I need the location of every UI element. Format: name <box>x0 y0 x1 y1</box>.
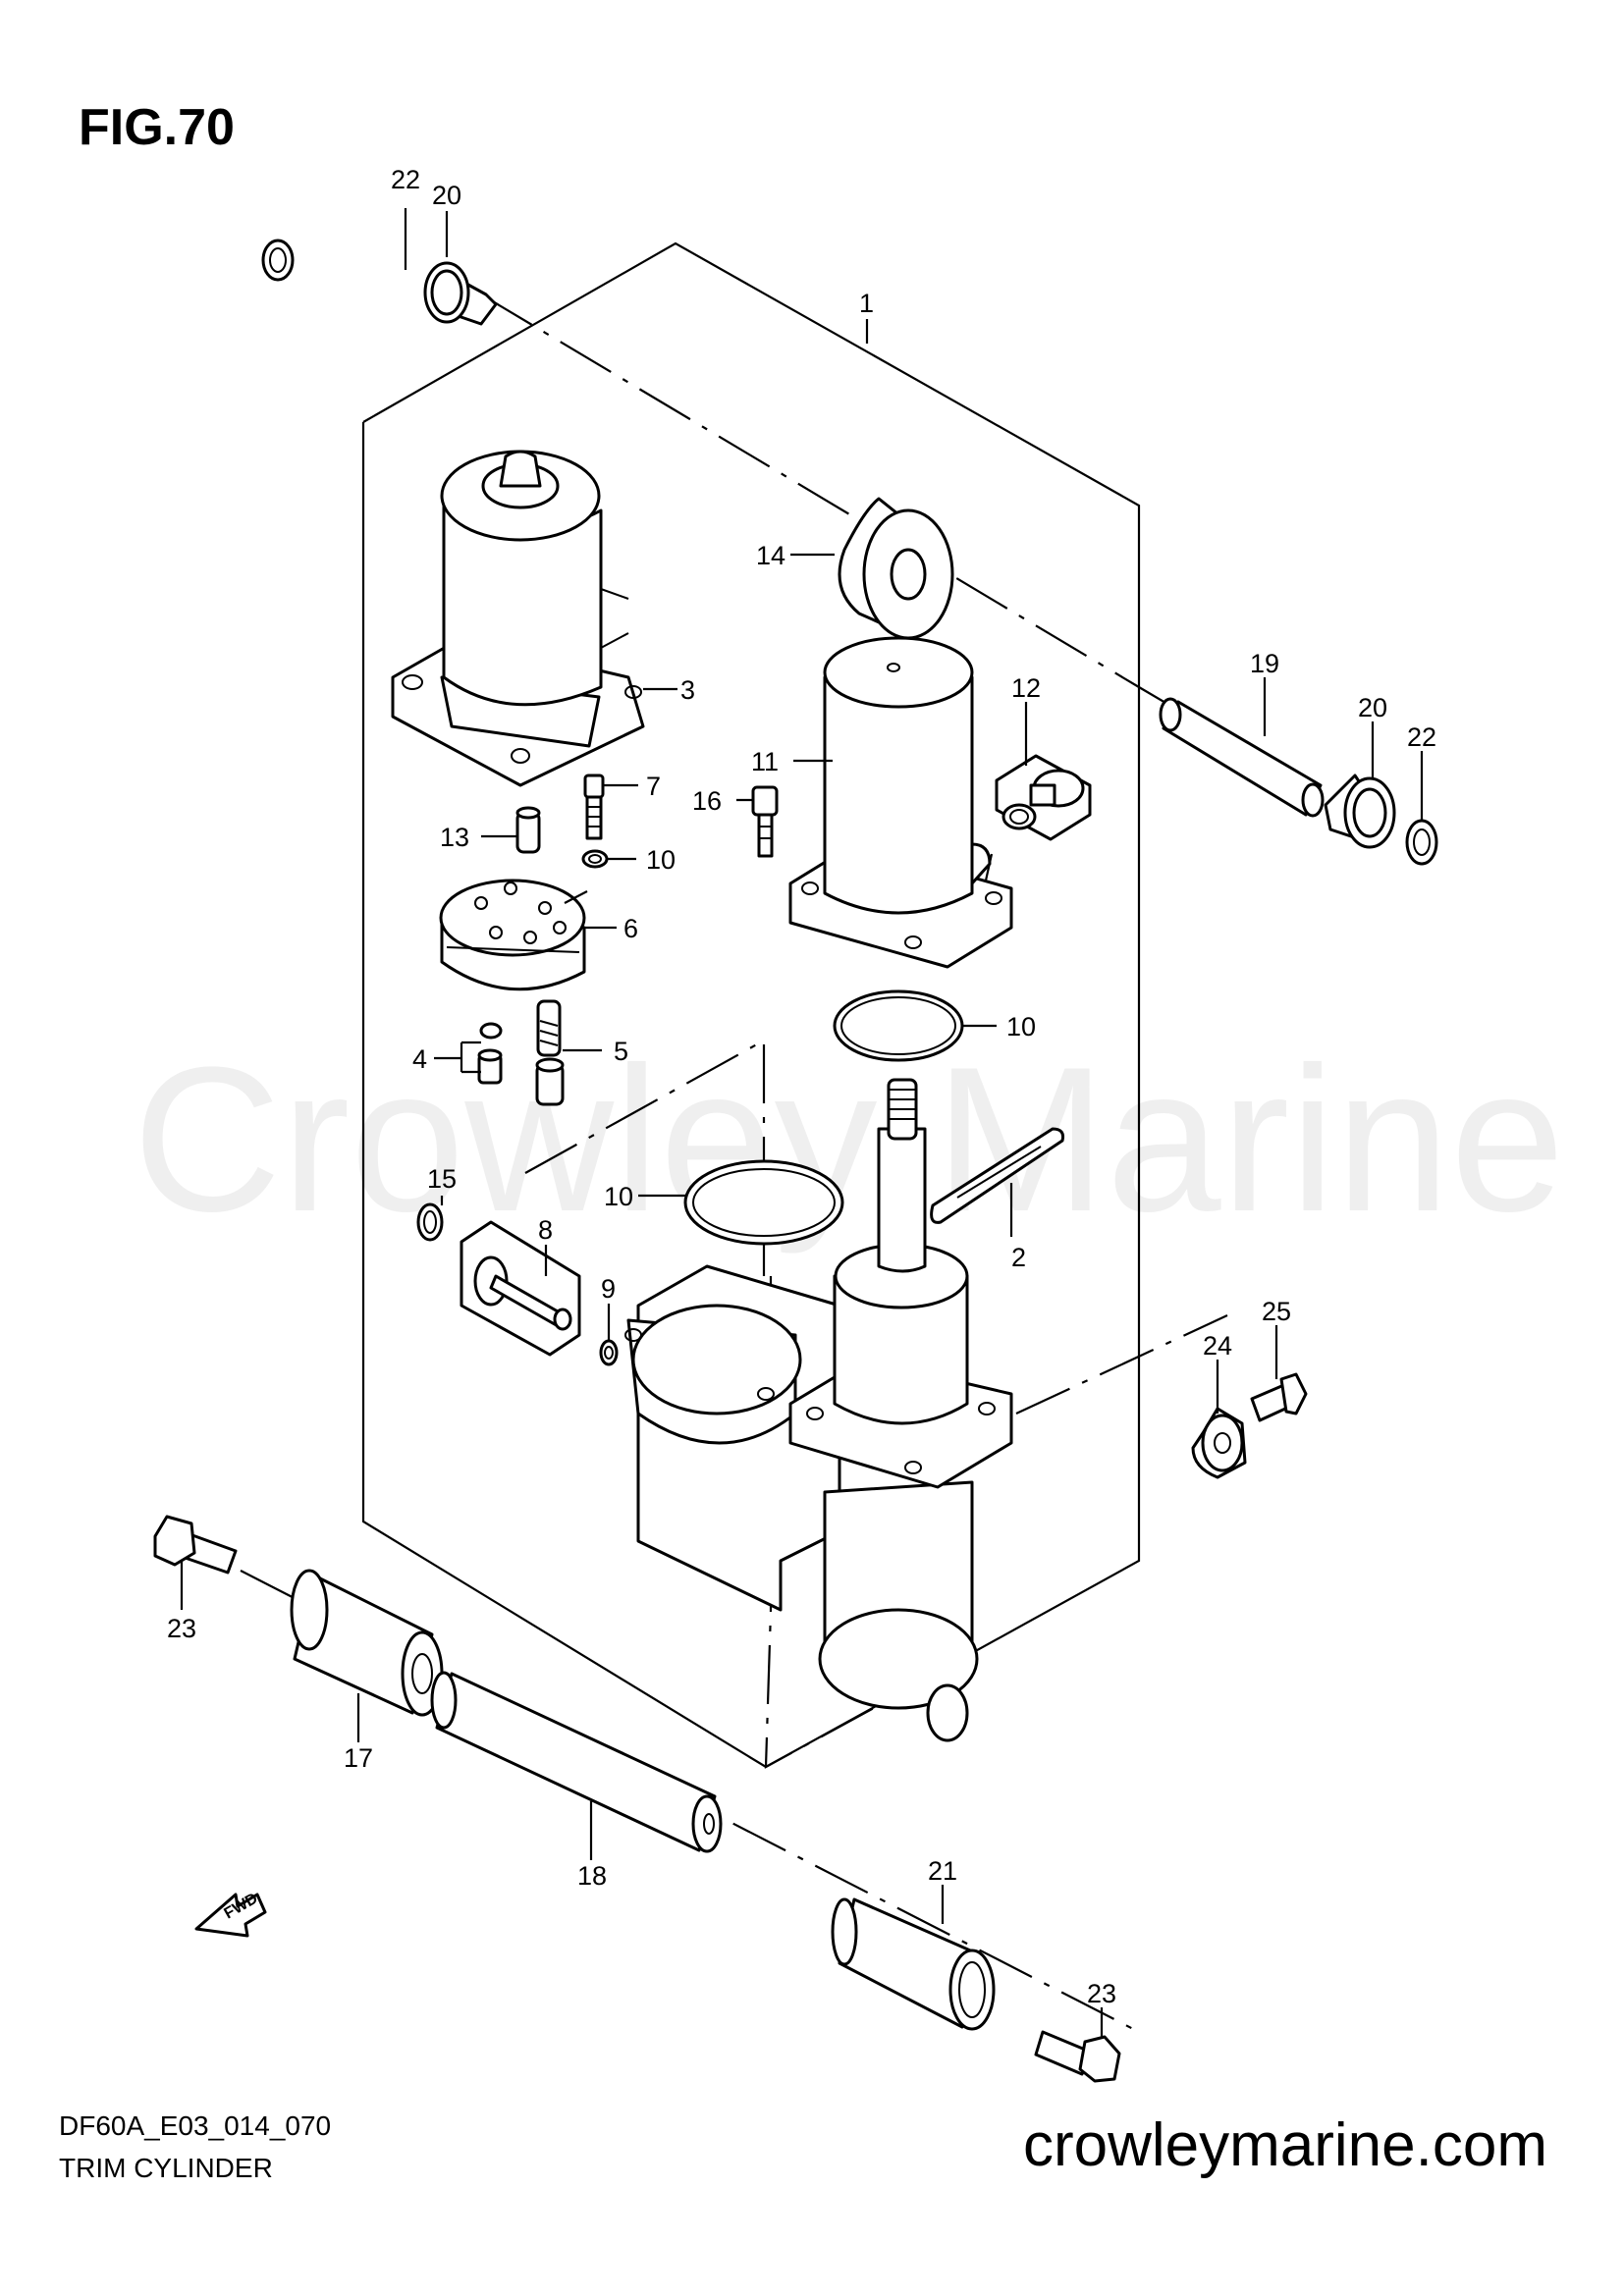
valve-5 <box>535 999 565 1106</box>
snap-ring-15 <box>416 1202 444 1242</box>
pump-6 <box>439 879 586 991</box>
callout-24: 24 <box>1203 1331 1232 1361</box>
bolt-23-bottom <box>1034 2030 1121 2083</box>
callout-17: 17 <box>344 1743 373 1773</box>
screw-7 <box>583 774 605 840</box>
callout-7: 7 <box>646 772 661 801</box>
trim-motor-3 <box>391 450 645 787</box>
assembly-frame <box>361 241 1141 1769</box>
bolt-23-left <box>153 1515 238 1575</box>
callout-9: 9 <box>601 1274 616 1304</box>
tube-18 <box>430 1671 723 1853</box>
website-link[interactable]: crowleymarine.com <box>1022 2111 1547 2179</box>
callout-4: 4 <box>412 1044 427 1074</box>
bushing-14 <box>838 497 954 640</box>
callout-15: 15 <box>427 1164 457 1194</box>
spacer-24 <box>1191 1407 1247 1479</box>
callout-13: 13 <box>440 823 469 852</box>
o-ring-10-cylinder <box>833 989 964 1062</box>
leader-lines <box>180 208 1424 2037</box>
callout-numbers: 1 2 3 4 5 6 7 8 9 10 10 10 11 12 13 14 1… <box>167 165 1436 2008</box>
bolt-25 <box>1250 1372 1308 1422</box>
callout-12: 12 <box>1011 673 1041 703</box>
strap-2 <box>930 1127 1064 1224</box>
o-ring-10-large <box>683 1159 844 1246</box>
callout-23-bottom: 23 <box>1087 1979 1116 2008</box>
figure-title: FIG.70 <box>79 99 235 156</box>
trim-cylinder-body <box>624 1078 1013 1742</box>
valve-4 <box>477 1022 503 1085</box>
callout-22-right: 22 <box>1407 722 1436 752</box>
callout-5: 5 <box>614 1037 628 1066</box>
callout-20-top: 20 <box>432 181 461 210</box>
screw-16 <box>751 785 779 858</box>
callout-10-b: 10 <box>1006 1012 1036 1041</box>
callout-14: 14 <box>756 541 785 570</box>
callout-20-right: 20 <box>1358 693 1387 722</box>
callout-19: 19 <box>1250 649 1279 678</box>
callout-22-top: 22 <box>391 165 420 194</box>
fitting-12 <box>995 754 1092 841</box>
callout-1: 1 <box>859 289 874 318</box>
callout-16: 16 <box>692 786 722 816</box>
pin-19 <box>1159 697 1325 818</box>
callout-25: 25 <box>1262 1297 1291 1326</box>
callout-11: 11 <box>751 747 779 776</box>
bushing-20-right <box>1324 774 1396 849</box>
callout-18: 18 <box>577 1861 607 1891</box>
snap-ring-22-right <box>1405 819 1438 866</box>
callout-2: 2 <box>1011 1243 1026 1272</box>
callout-10-a: 10 <box>646 845 676 875</box>
valve-8 <box>460 1220 581 1357</box>
valve-13 <box>515 806 541 854</box>
callout-10-c: 10 <box>604 1182 633 1211</box>
o-ring-10-small <box>581 849 609 869</box>
snap-ring-22-top <box>261 239 295 282</box>
callout-23-left: 23 <box>167 1614 196 1643</box>
o-ring-9 <box>599 1339 619 1366</box>
diagram-code: DF60A_E03_014_070 <box>59 2110 332 2141</box>
callout-21: 21 <box>928 1856 957 1886</box>
fwd-arrow-icon: FWD <box>194 1891 267 1938</box>
cylinder-11 <box>788 636 1013 969</box>
diagram-subtitle: TRIM CYLINDER <box>59 2153 273 2183</box>
callout-8: 8 <box>538 1215 553 1245</box>
sleeve-21 <box>831 1897 996 2031</box>
sleeve-17 <box>290 1569 444 1717</box>
callout-3: 3 <box>680 675 695 705</box>
bushing-20-top <box>423 261 498 326</box>
callout-6: 6 <box>623 914 638 943</box>
